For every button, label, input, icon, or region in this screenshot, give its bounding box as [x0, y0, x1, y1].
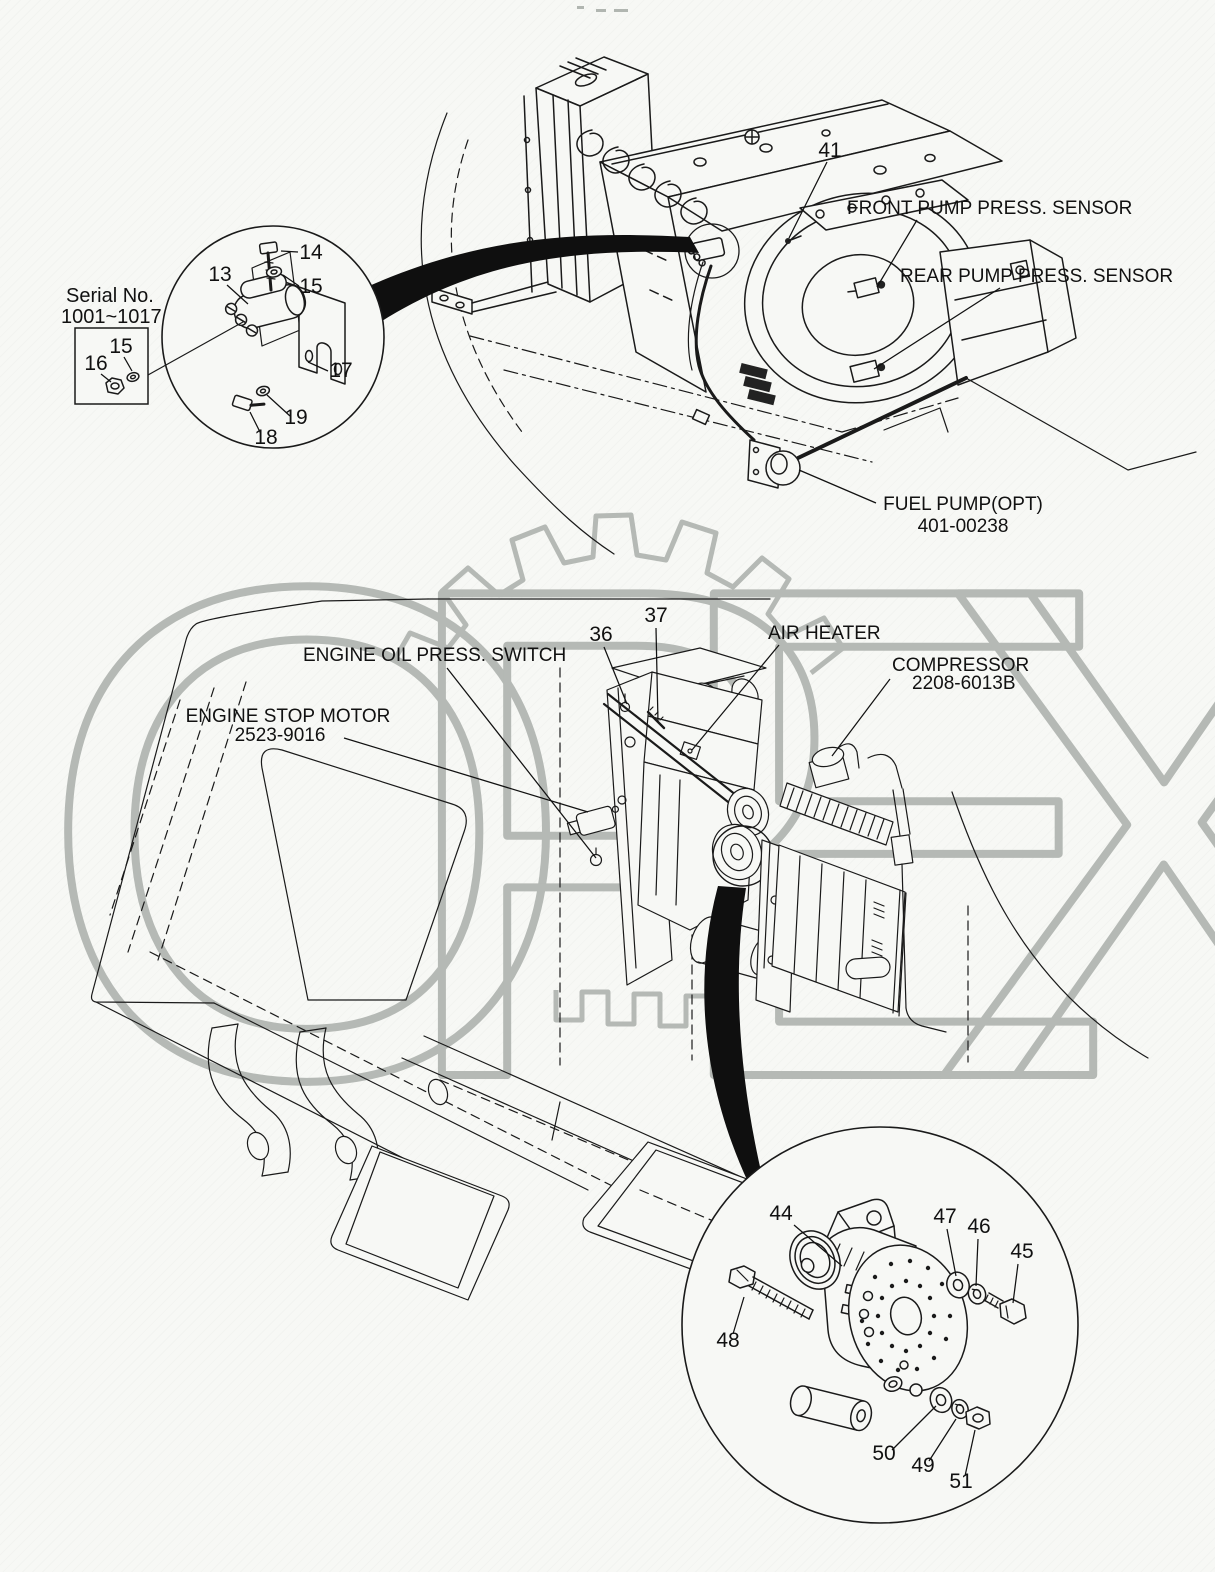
callout-15-upper: 15	[299, 275, 322, 298]
callout-15-box: 15	[109, 335, 132, 358]
stop-motor-label-line2: 2523-9016	[235, 725, 326, 746]
callout-19: 19	[284, 406, 307, 429]
callout-51: 51	[949, 1470, 972, 1493]
washer-47	[946, 1271, 970, 1299]
zoom-band-lower	[704, 886, 768, 1200]
callout-36: 36	[589, 623, 612, 646]
detail-view-lower	[681, 1126, 1079, 1524]
leader-lines	[100, 161, 1019, 1477]
top-engine-drawing	[420, 56, 1197, 555]
compressor-label-line2: 2208-6013B	[912, 673, 1016, 694]
bolt-18	[231, 394, 266, 412]
fuel-pump-part	[747, 439, 801, 489]
washer-19	[255, 385, 271, 397]
front-pump-sensor-label: FRONT PUMP PRESS. SENSOR	[847, 198, 1132, 219]
engine-stop-solenoid-13	[224, 273, 307, 337]
callout-17: 17	[329, 359, 352, 382]
serial-number-box	[74, 327, 149, 405]
alternator-44	[789, 1198, 969, 1432]
callout-45: 45	[1010, 1240, 1033, 1263]
compressor-label-line1: COMPRESSOR	[892, 655, 1029, 676]
callout-46: 46	[967, 1215, 990, 1238]
part-41	[785, 235, 802, 244]
watermark-gear-bottom	[553, 989, 706, 1029]
nut-51	[965, 1406, 991, 1430]
callout-16: 16	[84, 352, 107, 375]
scan-artifact	[577, 6, 628, 12]
middle-machine-drawing	[90, 598, 1149, 1349]
callout-47: 47	[933, 1205, 956, 1228]
oil-press-switch-label: ENGINE OIL PRESS. SWITCH	[303, 645, 566, 666]
air-heater-label: AIR HEATER	[768, 623, 881, 644]
washer-46	[967, 1283, 987, 1305]
fuel-pump-label-line1: FUEL PUMP(OPT)	[883, 494, 1043, 515]
stop-motor-label-line1: ENGINE STOP MOTOR	[186, 706, 391, 727]
callout-44: 44	[769, 1202, 793, 1225]
callout-18: 18	[254, 426, 277, 449]
zoom-band-upper	[360, 235, 699, 330]
washer-15-box-part	[126, 371, 140, 383]
harness-connectors	[739, 363, 776, 406]
callout-37: 37	[644, 604, 667, 627]
engine-oil-press-switch-part	[589, 847, 603, 867]
engine-stop-motor-part	[566, 805, 620, 836]
compressor-part	[808, 743, 860, 789]
serial-note-line2: 1001~1017	[61, 306, 162, 328]
bolt-45	[983, 1292, 1027, 1325]
labels: Serial No. 1001~1017 16 15 13 14 15 17 1…	[61, 139, 1173, 1493]
callout-50: 50	[872, 1442, 895, 1465]
stud-37	[646, 706, 666, 730]
bolt-48	[728, 1265, 814, 1320]
callout-41: 41	[818, 139, 841, 162]
exhaust-manifold-hooks	[576, 129, 708, 225]
watermark-gear-top	[392, 512, 846, 675]
rear-pump-sensor-label: REAR PUMP PRESS. SENSOR	[900, 266, 1173, 287]
callout-13: 13	[208, 263, 231, 286]
callout-14: 14	[299, 241, 323, 264]
callout-48: 48	[716, 1329, 739, 1352]
detail-view-upper	[147, 225, 385, 449]
callout-49: 49	[911, 1454, 934, 1477]
washer-15-upper	[265, 266, 283, 278]
washer-49	[951, 1398, 969, 1420]
serial-note-line1: Serial No.	[66, 285, 154, 307]
fuel-pump-label-line2: 401-00238	[918, 516, 1009, 537]
front-pump-press-sensor-part	[847, 277, 886, 299]
